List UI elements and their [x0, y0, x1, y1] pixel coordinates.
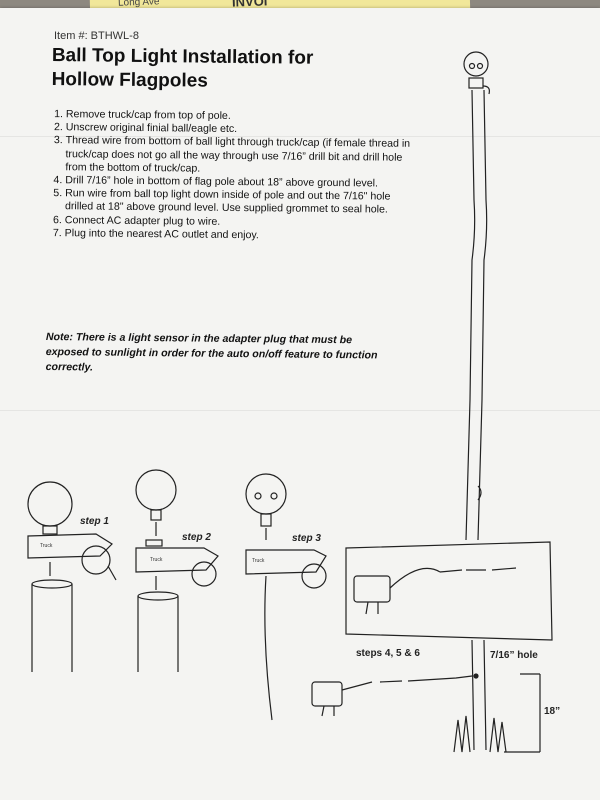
cord-icon: [389, 567, 441, 589]
ball-top-icon: [27, 481, 73, 527]
arrow-left-right-icon: [379, 680, 403, 683]
step-2-label: step 2: [182, 532, 211, 543]
pulley-icon: [482, 85, 490, 95]
hole-size-label: 7/16” hole: [490, 650, 538, 661]
truck-label: Truck: [150, 557, 163, 563]
inset-frame: [345, 541, 553, 641]
sensor-icon: [270, 492, 278, 500]
truck-leg: [107, 565, 117, 581]
ball-top-icon: [245, 473, 287, 515]
truck-cap-icon: [145, 539, 163, 547]
step-1-label: step 1: [80, 516, 109, 527]
step-3-label: step 3: [292, 533, 321, 544]
sensor-icon: [468, 62, 476, 70]
ball-top-icon: [135, 469, 177, 511]
connector-icon: [439, 569, 463, 573]
truck-cap-icon: [42, 525, 58, 535]
ac-adapter-icon: [311, 681, 343, 707]
pole-base-illustration: [453, 639, 541, 753]
truck-label: Truck: [40, 543, 53, 549]
pole-base: [471, 639, 487, 751]
truck-cap-icon: [468, 77, 484, 89]
fold-line: [0, 410, 600, 411]
pole-section-icon: [137, 596, 179, 672]
adapter-inset-box: [345, 541, 553, 641]
pole-top-icon: [137, 591, 179, 601]
pole-left-edge: [465, 89, 476, 541]
plug-prongs-icon: [321, 705, 335, 717]
sensor-icon: [476, 62, 484, 70]
pulley-icon: [191, 561, 217, 587]
cord-icon: [341, 681, 373, 691]
grass-icon: [453, 715, 507, 753]
step-2-illustration: [135, 469, 219, 672]
connector-icon: [491, 567, 517, 571]
step-3-illustration: [245, 473, 327, 721]
pole-cleat-icon: [477, 485, 482, 501]
wire-to-pole: [407, 675, 473, 682]
height-measure-label: 18”: [544, 706, 561, 717]
ac-adapter-icon: [353, 575, 391, 603]
fold-line: [0, 136, 600, 137]
drill-hole-icon: [473, 673, 479, 679]
pole-section-icon: [31, 584, 73, 672]
pole-right-edge: [477, 89, 488, 541]
item-number: Item #: BTHWL-8: [54, 30, 139, 42]
wire-icon: [264, 575, 273, 721]
truck-body-icon: [245, 549, 327, 575]
pulley-icon: [81, 545, 111, 575]
threaded-stem-icon: [260, 513, 272, 527]
steps-4-5-6-label: steps 4, 5 & 6: [356, 648, 420, 659]
pole-top-icon: [31, 579, 73, 589]
bottom-adapter-illustration: [311, 675, 473, 717]
pulley-icon: [301, 563, 327, 589]
truck-label: Truck: [252, 558, 265, 564]
instruction-sheet: [0, 8, 600, 800]
sensor-icon: [254, 492, 262, 500]
step-1-illustration: [27, 481, 117, 672]
flagpole-illustration: [463, 51, 490, 541]
plug-prongs-icon: [365, 601, 379, 615]
truck-body-icon: [135, 547, 219, 573]
ball-top-icon: [463, 51, 489, 77]
threaded-stem-icon: [150, 509, 162, 521]
